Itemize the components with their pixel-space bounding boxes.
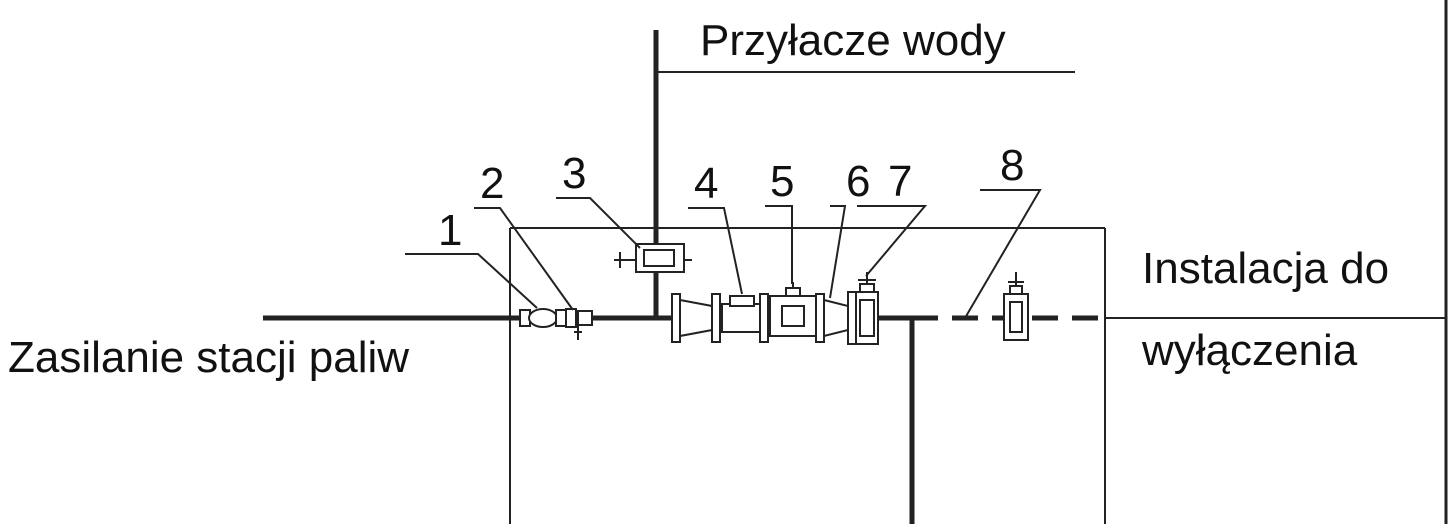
callout-number-2: 2	[480, 159, 504, 208]
water-connection-label: Przyłacze wody	[700, 16, 1006, 65]
callout-number-3: 3	[562, 149, 586, 198]
installation-label-line1: Instalacja do	[1142, 244, 1389, 293]
callout-number-5: 5	[770, 157, 794, 206]
supply-label: Zasilanie stacji paliw	[8, 333, 409, 382]
ball-valve-icon	[519, 308, 567, 328]
isolation-valve-icon	[1003, 272, 1029, 341]
callout-number-6: 6	[846, 157, 870, 206]
check-valve-icon	[565, 308, 593, 340]
building-outline	[509, 227, 1106, 524]
flange-assembly	[671, 282, 857, 345]
riser-valve-icon	[614, 243, 692, 273]
gate-valve-icon	[855, 272, 879, 345]
callout-number-8: 8	[1000, 141, 1024, 190]
callout-number-1: 1	[438, 206, 462, 255]
callout-number-4: 4	[694, 159, 718, 208]
callout-number-7: 7	[888, 157, 912, 206]
installation-label-line2: wyłączenia	[1141, 326, 1358, 375]
callout-leaders	[405, 189, 1042, 319]
